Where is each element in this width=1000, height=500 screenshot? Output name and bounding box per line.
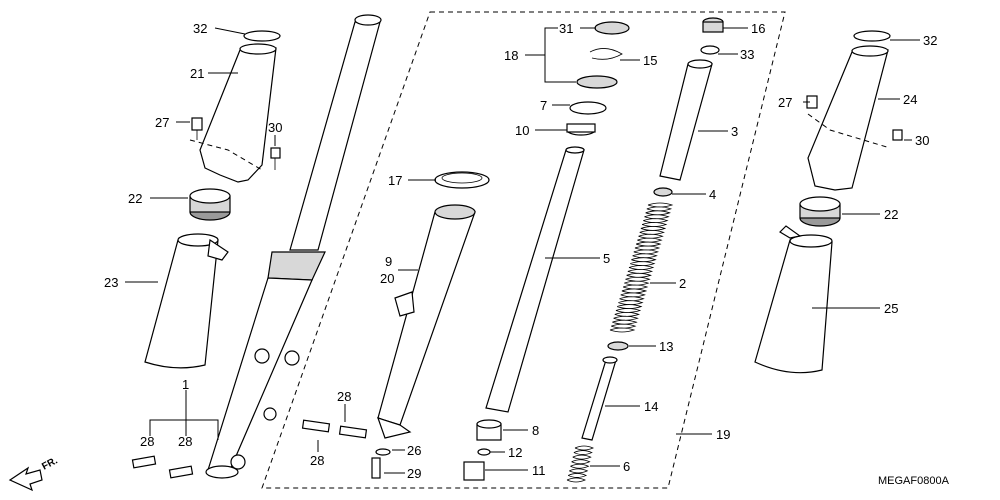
part-9-20-outer-slider — [377, 204, 476, 439]
part-2-spring — [609, 202, 674, 333]
part-27-bolt-left — [191, 117, 203, 140]
callout-30-right: 30 — [915, 133, 929, 148]
part-7-seal — [569, 101, 607, 115]
diagram-code: MEGAF0800A — [878, 475, 950, 487]
callout-6: 6 — [623, 459, 630, 474]
callout-28-b: 28 — [178, 434, 192, 449]
callout-8: 8 — [532, 423, 539, 438]
callout-32-right: 32 — [923, 33, 937, 48]
callout-7: 7 — [540, 98, 547, 113]
part-1-fork-assembly — [205, 14, 382, 479]
part-26-washer — [375, 448, 391, 456]
part-25-lower-cover — [754, 225, 833, 374]
callout-12: 12 — [508, 445, 522, 460]
part-11-collar — [463, 461, 485, 481]
callout-27-right: 27 — [778, 95, 792, 110]
part-30-bolt-left — [270, 147, 281, 170]
part-10-bushing — [566, 123, 596, 136]
callout-28-c: 28 — [337, 389, 351, 404]
callout-32-left: 32 — [193, 21, 207, 36]
svg-text:FR.: FR. — [40, 455, 60, 472]
part-24-upper-cover — [807, 49, 889, 191]
part-21-upper-cover — [199, 47, 277, 183]
callout-4: 4 — [709, 187, 716, 202]
part-30-bolt-right — [892, 129, 903, 141]
callout-18: 18 — [504, 48, 518, 63]
leader-lines — [125, 27, 920, 474]
callout-10: 10 — [515, 123, 529, 138]
callout-28-d: 28 — [310, 453, 324, 468]
callout-28-a: 28 — [140, 434, 154, 449]
part-31-dust-cap — [594, 21, 630, 35]
part-3-spacer-tube — [659, 59, 713, 181]
callout-2: 2 — [679, 276, 686, 291]
part-14-damper-rod — [581, 356, 618, 441]
callout-25: 25 — [884, 301, 898, 316]
callout-15: 15 — [643, 53, 657, 68]
part-29-bolt — [371, 457, 381, 479]
right-cover-group — [754, 30, 903, 374]
part-13-piston-ring — [607, 341, 629, 351]
callout-21: 21 — [190, 66, 204, 81]
front-direction-arrow: FR. — [8, 455, 60, 492]
callout-3: 3 — [731, 124, 738, 139]
callout-19: 19 — [716, 427, 730, 442]
part-12-washer — [477, 448, 491, 456]
part-28-bolts-center — [301, 419, 368, 439]
part-5-inner-tube — [485, 146, 585, 413]
callout-1: 1 — [182, 377, 189, 392]
part-4-washer — [653, 187, 673, 197]
callout-11: 11 — [532, 463, 546, 478]
part-22-clamp-right — [799, 196, 841, 227]
callout-13: 13 — [659, 339, 673, 354]
left-cover-group — [144, 30, 281, 369]
callout-17: 17 — [388, 173, 402, 188]
callout-26: 26 — [407, 443, 421, 458]
part-23-lower-cover — [144, 233, 229, 369]
callout-30-left: 30 — [268, 120, 282, 135]
callout-33: 33 — [740, 47, 754, 62]
callout-5: 5 — [603, 251, 610, 266]
subassembly-boundary — [261, 11, 786, 489]
callout-16: 16 — [751, 21, 765, 36]
callout-14: 14 — [644, 399, 658, 414]
callout-labels: 32 21 27 30 22 23 1 28 28 28 28 17 9 20 … — [104, 21, 937, 481]
callout-22-right: 22 — [884, 207, 898, 222]
part-8-bushing — [476, 419, 502, 441]
part-22-clamp-left — [189, 188, 231, 221]
part-17-seal — [434, 171, 490, 189]
callout-27-left: 27 — [155, 115, 169, 130]
part-32-ring-left — [243, 30, 281, 42]
callout-9: 9 — [385, 254, 392, 269]
part-6-rebound-spring — [566, 445, 594, 483]
part-28-bolts-left — [131, 455, 194, 479]
part-18-seal-set — [576, 75, 618, 89]
callout-22-left: 22 — [128, 191, 142, 206]
part-15-clip — [589, 48, 623, 60]
callout-23: 23 — [104, 275, 118, 290]
part-16-cap-bolt — [702, 17, 724, 33]
part-33-o-ring — [700, 45, 720, 55]
callout-24: 24 — [903, 92, 917, 107]
callout-31: 31 — [559, 21, 573, 36]
part-32-ring-right — [853, 30, 891, 42]
callout-29: 29 — [407, 466, 421, 481]
callout-20: 20 — [380, 271, 394, 286]
